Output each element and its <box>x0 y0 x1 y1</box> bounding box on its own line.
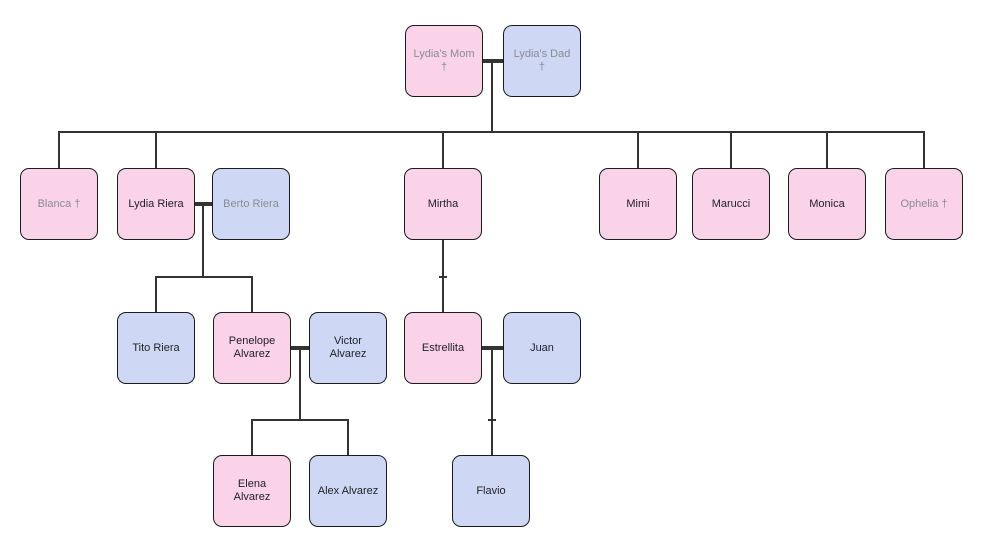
child-stub-line <box>826 131 828 169</box>
couple-drop-line <box>491 348 493 456</box>
child-stub-line <box>155 131 157 169</box>
node-penelope-alvarez[interactable]: Penelope Alvarez <box>213 312 291 384</box>
node-label: Victor Alvarez <box>329 335 367 360</box>
node-label: Monica <box>809 197 845 210</box>
node-tito-riera[interactable]: Tito Riera <box>117 312 195 384</box>
node-lydia-riera[interactable]: Lydia Riera <box>117 168 195 240</box>
child-stub-line <box>347 419 349 456</box>
couple-drop-line <box>491 61 493 133</box>
child-stub-line <box>637 131 639 169</box>
child-stub-line <box>251 419 253 456</box>
couple-drop-line <box>299 348 301 421</box>
node-label: Juan <box>530 341 554 354</box>
node-juan[interactable]: Juan <box>503 312 581 384</box>
node-label: Estrellita <box>421 341 465 354</box>
node-label: Berto Riera <box>223 197 279 210</box>
sibling-bar <box>155 276 253 278</box>
child-stub-line <box>442 131 444 169</box>
node-blanca[interactable]: Blanca † <box>20 168 98 240</box>
node-monica[interactable]: Monica <box>788 168 866 240</box>
node-label: Lydia's Mom † <box>413 48 475 73</box>
node-label: Flavio <box>476 484 506 497</box>
node-label: Mirtha <box>427 197 459 210</box>
node-mimi[interactable]: Mimi <box>599 168 677 240</box>
child-stub-line <box>923 131 925 169</box>
node-label: Ophelia † <box>900 197 948 210</box>
node-label: Tito Riera <box>132 341 180 354</box>
child-stub-line <box>251 276 253 313</box>
child-stub-line <box>730 131 732 169</box>
marriage-bar <box>482 59 504 63</box>
node-ophelia[interactable]: Ophelia † <box>885 168 963 240</box>
node-label: Lydia Riera <box>128 197 184 210</box>
node-label: Mimi <box>626 197 650 210</box>
child-stub-line <box>58 131 60 169</box>
node-marucci[interactable]: Marucci <box>692 168 770 240</box>
sibling-tick <box>439 276 447 278</box>
sibling-bar <box>251 419 349 421</box>
node-label: Elena Alvarez <box>233 478 271 503</box>
node-lydias-dad[interactable]: Lydia's Dad † <box>503 25 581 97</box>
node-label: Marucci <box>711 197 751 210</box>
node-label: Alex Alvarez <box>317 484 379 497</box>
sibling-bar <box>58 131 925 133</box>
node-flavio[interactable]: Flavio <box>452 455 530 527</box>
node-lydias-mom[interactable]: Lydia's Mom † <box>405 25 483 97</box>
node-victor-alvarez[interactable]: Victor Alvarez <box>309 312 387 384</box>
sibling-tick <box>488 419 496 421</box>
node-estrellita[interactable]: Estrellita <box>404 312 482 384</box>
node-elena-alvarez[interactable]: Elena Alvarez <box>213 455 291 527</box>
child-stub-line <box>155 276 157 313</box>
node-mirtha[interactable]: Mirtha <box>404 168 482 240</box>
node-label: Lydia's Dad † <box>513 48 571 73</box>
node-alex-alvarez[interactable]: Alex Alvarez <box>309 455 387 527</box>
node-label: Penelope Alvarez <box>228 335 276 360</box>
node-berto-riera[interactable]: Berto Riera <box>212 168 290 240</box>
node-label: Blanca † <box>37 197 81 210</box>
couple-drop-line <box>202 204 204 278</box>
